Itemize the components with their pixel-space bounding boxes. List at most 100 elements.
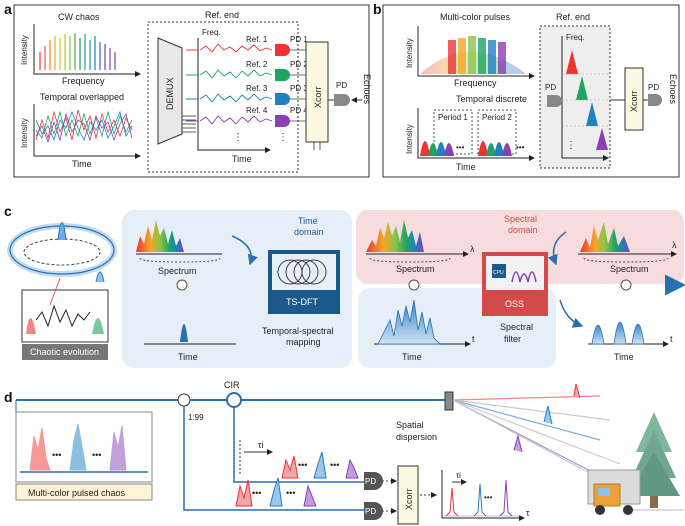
time-3-label: Time (614, 352, 634, 362)
time-2-label: Time (402, 352, 422, 362)
panel-c-label: c (4, 203, 12, 219)
d-echo-dots-2: ••• (330, 460, 339, 470)
d-xcorr-tau-axis: τ (526, 508, 530, 518)
tree-icon (626, 412, 684, 511)
d-ref-dots-1: ••• (252, 488, 261, 498)
d-inset-dots-1: ••• (52, 450, 61, 460)
d-echo-branch (233, 407, 368, 483)
b-temporal-axes (417, 108, 535, 161)
b-echo-pd-label: PD (648, 83, 659, 92)
d-pd-echo-label: PD (365, 477, 376, 486)
b-intensity-label-1: Intensity (405, 38, 414, 68)
channel-row-2: Ref. 2 PD 2 (186, 60, 308, 81)
demux-outputs (182, 115, 196, 133)
oss-label: OSS (505, 299, 524, 309)
spectrum-3-lambda: λ (672, 240, 677, 250)
pd-2-shape (275, 69, 290, 81)
pd-2-label: PD 2 (290, 60, 308, 69)
demux-label: DEMUX (165, 77, 175, 110)
panel-d: d ••• ••• Multi-color pulsed chaos 1:99 … (4, 380, 684, 525)
a-xcorr-outputs (313, 142, 321, 150)
d-spatial-label-1: Spatial (396, 420, 424, 430)
d-spatial-label-2: dispersion (396, 432, 437, 442)
d-inset-dots-2: ••• (92, 450, 101, 460)
panel-c: c Chaotic evolution Spectrum (2, 203, 685, 368)
pd-4-shape (275, 115, 290, 127)
a-echoes-label: Echoes (362, 74, 372, 105)
b-spectrum-pulses (448, 36, 506, 74)
panel-b-frame (382, 4, 680, 178)
time-2: t Time (374, 299, 475, 362)
spectrum-2-lambda: λ (470, 244, 475, 254)
time-1-label: Time (178, 352, 198, 362)
panel-b-label: b (373, 1, 382, 17)
cw-spectrum-lines (39, 33, 116, 70)
b-ref-pd-shape (547, 95, 562, 107)
d-pd-ref-label: PD (365, 507, 376, 516)
tsdft-coil (277, 259, 327, 285)
b-ref-axes (561, 36, 609, 161)
spectrum-1-arrow (231, 235, 258, 266)
demux-block (157, 37, 183, 145)
d-fan-pulse-red (573, 383, 581, 399)
a-spectrum-axes (33, 24, 141, 77)
b-xcorr-label: Xcorr (629, 90, 639, 112)
b-ref-vdots: ⋮ (566, 140, 576, 151)
d-xcorr-plot: τi τ (441, 470, 530, 521)
d-inset-pulses (20, 423, 148, 473)
a-ref-time-label: Time (232, 154, 252, 164)
d-xcorr-dots: ••• (484, 493, 493, 502)
b-time-pulses (420, 141, 512, 156)
b-xcorr-block (624, 67, 644, 131)
ring-out-pulse (95, 271, 105, 283)
pd-1-shape (275, 44, 290, 56)
a-temporal-title: Temporal overlapped (40, 92, 124, 102)
channel-row-3: Ref. 3 PD 3 (186, 84, 308, 105)
ring-inner-loop (23, 238, 101, 266)
panel-d-label: d (4, 389, 13, 405)
time-3: t Time (588, 321, 673, 362)
d-ref-branch (183, 406, 368, 511)
b-temporal-title: Temporal discrete (456, 94, 527, 104)
a-ref-vdots: ⋮ (233, 132, 243, 143)
pd-3-label: PD 3 (290, 84, 308, 93)
panel-a-frame (13, 4, 370, 178)
a-freq-axis-label: Freq. (202, 28, 221, 37)
ref-4-label: Ref. 4 (246, 106, 268, 115)
b-spectrum-axes (417, 26, 535, 79)
a-temporal-axes (33, 104, 141, 159)
coupler-2 (408, 279, 420, 291)
d-tau-i-label: τi (258, 440, 264, 450)
coupler-3 (620, 279, 632, 291)
ref-1-label: Ref. 1 (246, 35, 268, 44)
ref-2-label: Ref. 2 (246, 60, 268, 69)
period-2-label: Period 2 (482, 113, 512, 122)
panel-a-label: a (4, 1, 12, 17)
time-3-arrow (559, 299, 584, 328)
a-pd-to-xcorr-lines (290, 49, 306, 122)
d-circulator (226, 392, 242, 408)
a-echo-pd-shape (334, 94, 350, 106)
cw-chaos-title: CW chaos (58, 12, 100, 22)
coupler-1 (176, 279, 188, 291)
spectrum-3-label: Spectrum (610, 264, 649, 274)
a-ref-end-box (147, 21, 299, 173)
tsdft-label: TS-DFT (286, 297, 318, 307)
b-echo-pd-shape (648, 94, 662, 106)
d-xcorr-label: Xcorr (404, 488, 414, 510)
b-ref-pd-label: PD (545, 83, 556, 92)
d-multicolor-caption-bg (15, 483, 153, 501)
a-xcorr-block (305, 41, 329, 143)
d-cir-label: CIR (224, 380, 240, 390)
spectrum-3-arrow (547, 231, 567, 266)
channel-row-1: Ref. 1 PD 1 (186, 35, 308, 56)
overlapped-noise (35, 109, 133, 144)
d-grating (444, 391, 454, 411)
channel-row-4: Ref. 4 PD 4 (186, 106, 308, 127)
a-intensity-label-1: Intensity (20, 35, 29, 65)
b-intensity-label-2: Intensity (405, 124, 414, 154)
a-pd-vdots: ⋮ (278, 132, 288, 143)
